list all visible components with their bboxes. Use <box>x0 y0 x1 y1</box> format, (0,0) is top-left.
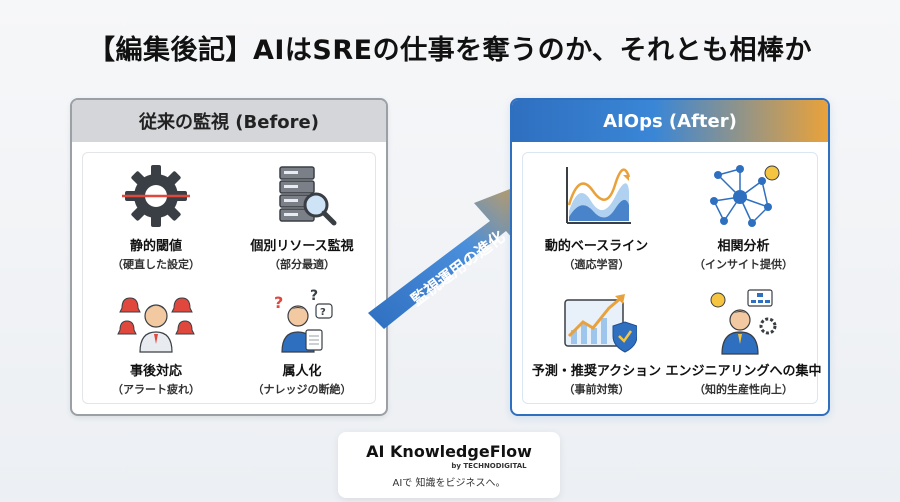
item-label: 相関分析 <box>717 239 770 254</box>
after-panel: AIOps (After) 動的ベースライン （適応学習） <box>510 98 830 416</box>
page-title: 【編集後記】AIはSREの仕事を奪うのか、それとも相棒か <box>87 35 813 66</box>
item-sub: （知的生産性向上） <box>694 383 793 396</box>
after-grid: 動的ベースライン （適応学習） 相関分析 <box>522 152 822 404</box>
wave-chart-icon <box>565 167 631 224</box>
item-label: 属人化 <box>282 364 322 379</box>
brand-card: AI KnowledgeFlow by TECHNODIGITAL AIで 知識… <box>338 432 560 498</box>
after-item-correlation: 相関分析 （インサイト提供） <box>670 153 817 278</box>
server-search-icon <box>279 166 337 226</box>
item-label: 個別リソース監視 <box>250 239 354 254</box>
item-sub: （硬直した設定） <box>112 258 200 271</box>
svg-text:?: ? <box>274 293 283 312</box>
before-item-static-threshold: 静的閾値 （硬直した設定） <box>83 153 229 278</box>
before-item-individual-monitoring: 個別リソース監視 （部分最適） <box>229 153 375 278</box>
item-sub: （アラート疲れ） <box>112 383 200 396</box>
evolution-arrow-icon <box>368 175 546 329</box>
confused-person-icon: ? ? ? <box>274 288 333 353</box>
after-item-dynamic-baseline: 動的ベースライン （適応学習） <box>523 153 670 278</box>
item-sub: （事前対策） <box>563 383 630 396</box>
network-graph-icon <box>709 165 779 227</box>
item-label: 静的閾値 <box>129 239 182 254</box>
svg-text:?: ? <box>310 288 318 304</box>
trend-shield-icon <box>563 294 637 353</box>
after-item-predictive-action: 予測・推奨アクション （事前対策） <box>523 278 670 403</box>
brand-tagline: AIで 知識をビジネスへ。 <box>392 478 506 489</box>
before-panel: 従来の監視 (Before) <box>70 98 388 416</box>
item-sub: （ナレッジの断絶） <box>252 383 352 396</box>
after-item-engineering-focus: エンジニアリングへの集中 （知的生産性向上） <box>666 278 822 403</box>
item-sub: （インサイト提供） <box>694 258 793 271</box>
item-label: 予測・推奨アクション <box>531 364 662 379</box>
item-sub: （部分最適） <box>269 258 335 271</box>
before-item-personalization: ? ? ? 属人化 （ナレッジの断絶） <box>229 278 375 403</box>
brand-name: AI KnowledgeFlow <box>366 442 532 461</box>
brand-by: by TECHNODIGITAL <box>451 462 527 470</box>
item-sub: （適応学習） <box>563 258 630 271</box>
item-label: 事後対応 <box>129 364 182 379</box>
after-header: AIOps (After) <box>512 100 828 142</box>
engineer-focus-icon <box>710 289 776 355</box>
item-label: エンジニアリングへの集中 <box>665 364 822 379</box>
before-item-reactive-response: 事後対応 （アラート疲れ） <box>83 278 229 403</box>
alarm-bells-person-icon <box>117 297 195 353</box>
before-grid: 静的閾値 （硬直した設定） 個別リソース監視 （部分最適） <box>82 152 376 404</box>
svg-text:?: ? <box>320 307 326 318</box>
item-label: 動的ベースライン <box>544 239 649 254</box>
gear-icon <box>122 165 190 227</box>
before-header: 従来の監視 (Before) <box>72 100 386 142</box>
